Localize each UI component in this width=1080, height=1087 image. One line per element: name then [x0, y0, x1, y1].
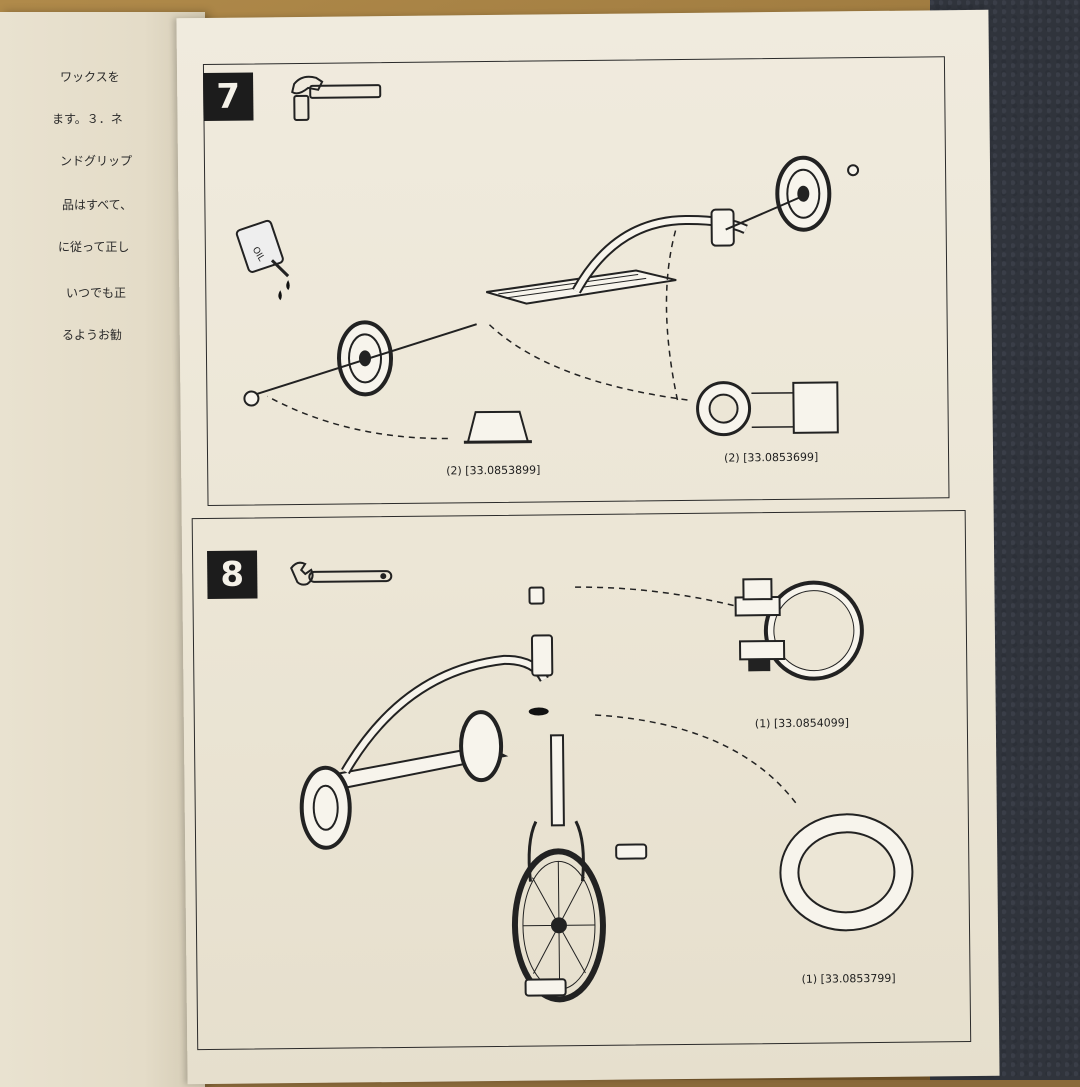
left-page-line: ます。３．ネ: [52, 110, 123, 127]
washer-spacer-icon: [693, 372, 854, 444]
left-page-line: るようお勧: [62, 326, 122, 343]
left-manual-page: ワックスを ます。３．ネ ンドグリップ 品はすべて、 に従って正し いつでも正 …: [0, 12, 205, 1087]
left-page-line: 品はすべて、: [62, 196, 132, 213]
left-page-line: いつでも正: [66, 284, 126, 301]
clamp-icon: [723, 572, 884, 694]
left-page-line: ワックスを: [60, 68, 120, 85]
step-7-panel: 7 OIL: [203, 56, 950, 506]
right-manual-page: 7 OIL: [176, 10, 999, 1084]
part-label-ring: (1) [33.0853799]: [801, 972, 895, 986]
part-label-washer: (2) [33.0853699]: [724, 451, 818, 465]
part-label-hubcap: (2) [33.0853899]: [446, 463, 540, 477]
left-page-line: ンドグリップ: [60, 152, 132, 169]
part-label-clamp: (1) [33.0854099]: [755, 716, 849, 730]
ring-icon: [776, 807, 927, 939]
hubcap-icon: [457, 402, 538, 453]
left-page-line: に従って正し: [58, 238, 129, 255]
step-8-panel: 8: [192, 510, 972, 1050]
